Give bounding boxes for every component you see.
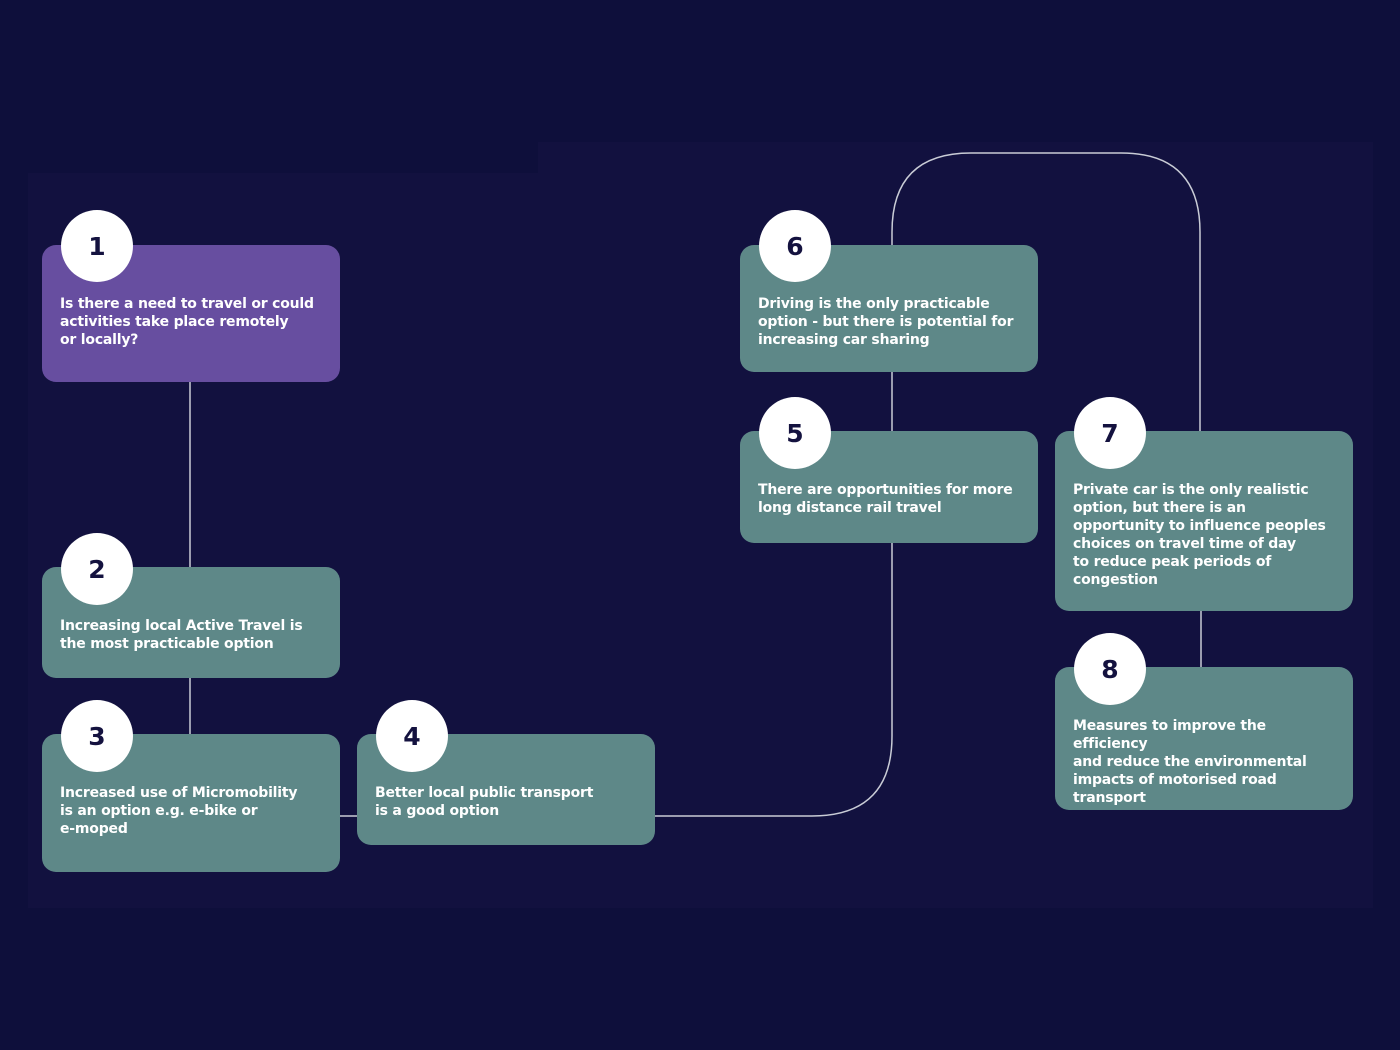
- step-7-text: Private car is the only realistic option…: [1073, 482, 1326, 588]
- step-badge-8: 8: [1074, 633, 1146, 705]
- step-5-text: There are opportunities for more long di…: [758, 482, 1013, 516]
- step-badge-5: 5: [759, 397, 831, 469]
- step-card-5: There are opportunities for more long di…: [740, 431, 1038, 543]
- step-card-6: Driving is the only practicable option -…: [740, 245, 1038, 372]
- step-2-text: Increasing local Active Travel is the mo…: [60, 618, 303, 652]
- step-card-4: Better local public transport is a good …: [357, 734, 655, 845]
- step-card-8: Measures to improve the efficiency and r…: [1055, 667, 1353, 810]
- step-badge-2: 2: [61, 533, 133, 605]
- step-badge-7: 7: [1074, 397, 1146, 469]
- step-badge-4: 4: [376, 700, 448, 772]
- step-badge-1: 1: [61, 210, 133, 282]
- step-badge-6: 6: [759, 210, 831, 282]
- connector-6-7: [891, 152, 1201, 431]
- connector-4-5: [655, 543, 893, 817]
- step-6-text: Driving is the only practicable option -…: [758, 296, 1014, 348]
- step-3-text: Increased use of Micromobility is an opt…: [60, 785, 298, 837]
- step-8-text: Measures to improve the efficiency and r…: [1073, 718, 1307, 806]
- step-1-text: Is there a need to travel or could activ…: [60, 296, 314, 348]
- step-4-text: Better local public transport is a good …: [375, 785, 594, 819]
- step-badge-3: 3: [61, 700, 133, 772]
